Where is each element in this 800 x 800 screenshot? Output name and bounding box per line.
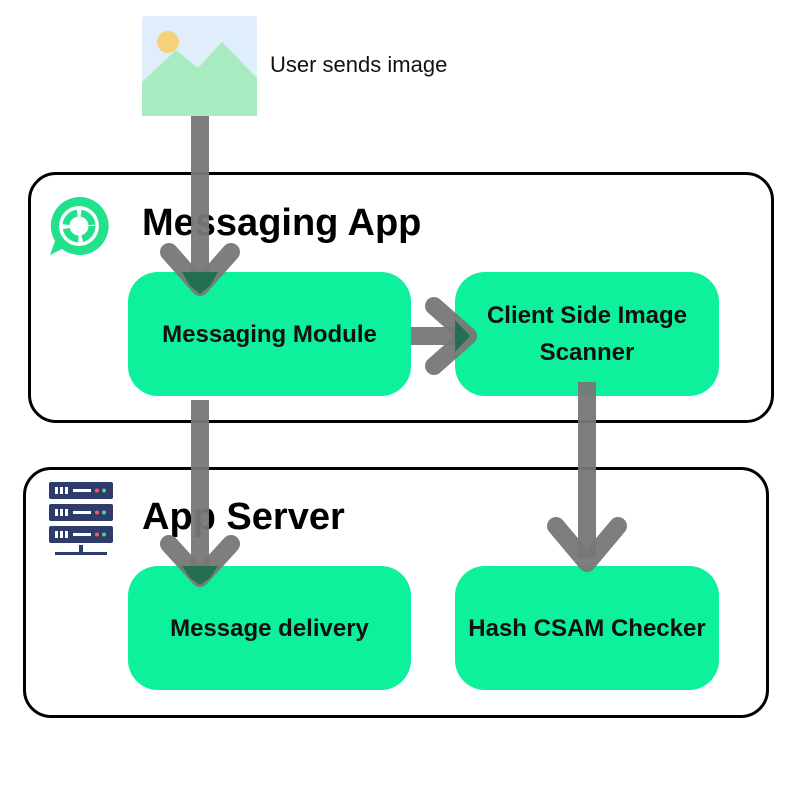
chat-bubble-icon xyxy=(46,194,112,258)
app-server-title: App Server xyxy=(142,496,345,538)
image-icon xyxy=(142,16,257,116)
messaging-module-node: Messaging Module xyxy=(128,272,411,396)
input-caption: User sends image xyxy=(270,52,448,77)
messaging-app-title: Messaging App xyxy=(142,202,422,244)
client-scanner-node: Client Side Image Scanner xyxy=(455,272,719,396)
message-delivery-node: Message delivery xyxy=(128,566,411,690)
server-rack-icon xyxy=(47,480,115,558)
hash-checker-node: Hash CSAM Checker xyxy=(455,566,719,690)
